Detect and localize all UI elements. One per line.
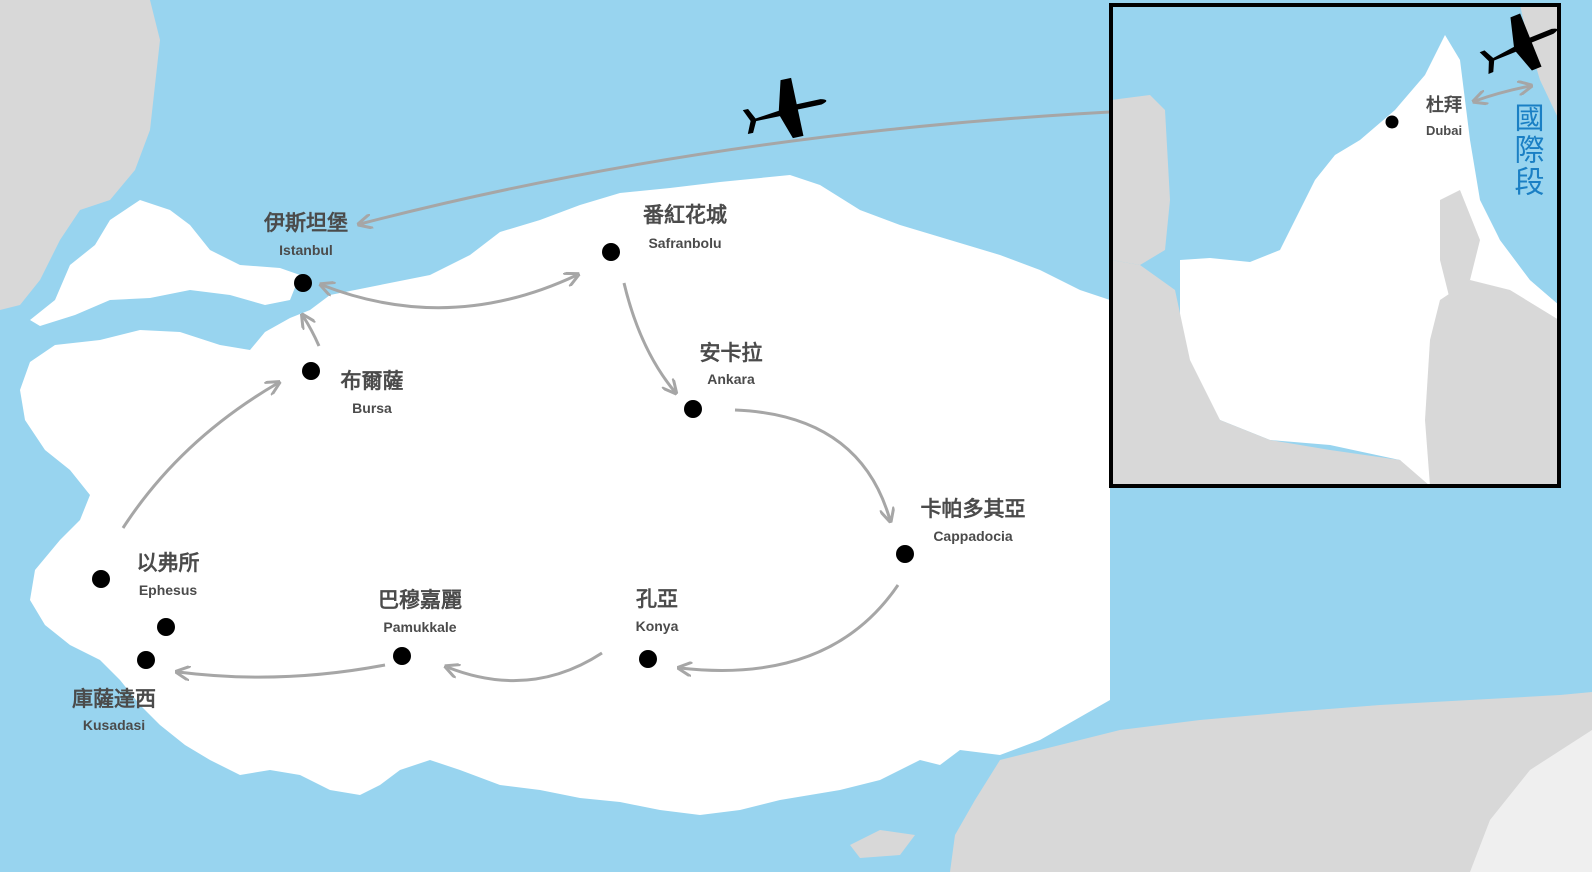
label-dubai-zh: 杜拜 — [1426, 94, 1462, 116]
label-ephesus-zh: 以弗所 — [137, 551, 200, 575]
airplane-icon — [1479, 13, 1558, 74]
city-labels: 伊斯坦堡 Istanbul 番紅花城 Safranbolu 安卡拉 Ankara… — [72, 203, 1026, 733]
route-pamukkale-kusadasi — [178, 663, 386, 677]
inset-qatar-land — [1111, 95, 1170, 265]
city-dot-extra — [157, 618, 175, 636]
city-dots — [92, 243, 914, 669]
label-safranbolu-en: Safranbolu — [648, 235, 721, 251]
route-ankara-cappadocia — [734, 408, 890, 520]
route-safranbolu-ankara — [622, 282, 675, 392]
city-dot-cappadocia — [896, 545, 914, 563]
inset-panel: 杜拜 Dubai 國際段 — [1109, 3, 1561, 488]
label-ankara-en: Ankara — [707, 371, 755, 387]
route-istanbul-safranbolu — [322, 275, 577, 310]
city-dot-bursa — [302, 362, 320, 380]
coast-strip — [1470, 730, 1592, 872]
label-bursa-en: Bursa — [352, 400, 392, 416]
label-ephesus-en: Ephesus — [139, 582, 198, 598]
inset-frame — [1109, 3, 1561, 488]
label-kusadasi-zh: 庫薩達西 — [72, 687, 156, 711]
route-ephesus-bursa — [121, 383, 278, 529]
island-land — [850, 830, 915, 858]
city-dot-ephesus — [92, 570, 110, 588]
anatolia-land — [20, 175, 1110, 815]
thrace-land — [30, 200, 300, 326]
label-bursa-zh: 布爾薩 — [341, 369, 404, 393]
label-pamukkale-zh: 巴穆嘉麗 — [378, 588, 462, 612]
label-safranbolu-zh: 番紅花城 — [642, 203, 727, 227]
city-dot-pamukkale — [393, 647, 411, 665]
inset-oman-land-south — [1425, 280, 1559, 486]
route-bursa-istanbul — [303, 316, 321, 347]
airplane-icon — [742, 77, 827, 139]
route-cappadocia-konya — [680, 584, 900, 670]
city-dot-konya — [639, 650, 657, 668]
city-dot-ankara — [684, 400, 702, 418]
city-dot-istanbul — [294, 274, 312, 292]
label-istanbul-en: Istanbul — [279, 242, 333, 258]
label-cappadocia-en: Cappadocia — [933, 528, 1013, 544]
route-dubai-onward — [1475, 86, 1530, 101]
inset-oman-land — [1440, 190, 1480, 300]
label-istanbul-zh: 伊斯坦堡 — [263, 211, 348, 235]
label-kusadasi-en: Kusadasi — [83, 717, 145, 733]
city-dot-kusadasi — [137, 651, 155, 669]
label-dubai-en: Dubai — [1426, 123, 1462, 138]
route-konya-pamukkale — [447, 651, 603, 683]
label-konya-zh: 孔亞 — [636, 587, 678, 611]
label-cappadocia-zh: 卡帕多其亞 — [921, 497, 1026, 521]
label-pamukkale-en: Pamukkale — [383, 619, 456, 635]
city-dot-safranbolu — [602, 243, 620, 261]
city-dot-dubai — [1385, 115, 1399, 129]
label-ankara-zh: 安卡拉 — [700, 341, 763, 365]
middle-east-land — [950, 692, 1592, 872]
label-konya-en: Konya — [636, 618, 679, 634]
inset-saudi-land — [1111, 260, 1430, 486]
balkans-land — [0, 0, 160, 310]
international-label: 國際段 — [1509, 102, 1545, 198]
